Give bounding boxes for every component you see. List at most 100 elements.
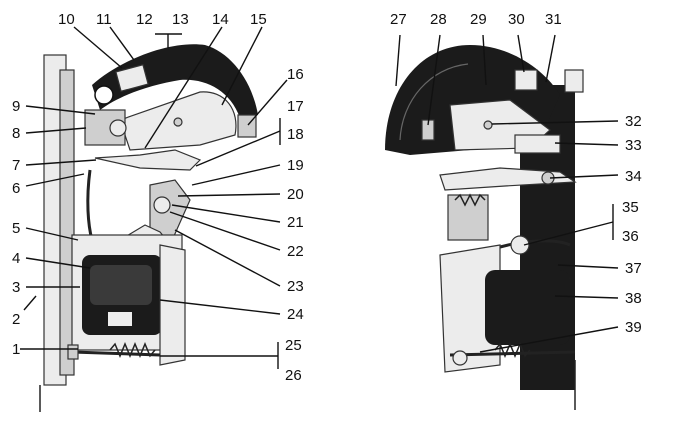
callout-34: 34 [625, 168, 642, 185]
leader-30 [517, 34, 525, 73]
leader-4 [25, 257, 91, 269]
spring-bolt [71, 350, 161, 357]
hood-ridge [399, 63, 469, 141]
callout-28: 28 [430, 11, 447, 28]
rod-nut [510, 235, 530, 255]
right-housing [439, 244, 501, 373]
leader-8 [25, 127, 87, 134]
callout-labels: 1 2 3 4 5 6 7 8 9 10 11 12 13 14 15 16 1… [12, 11, 642, 384]
callout-3: 3 [12, 279, 20, 296]
right-spring-bolt [449, 350, 576, 357]
right-contact [514, 134, 561, 154]
callout-4: 4 [12, 250, 20, 267]
callout-19: 19 [287, 157, 304, 174]
leader-15 [221, 26, 263, 106]
pivot-pin [109, 119, 127, 137]
leader-34 [549, 174, 619, 179]
bolt-head [67, 344, 79, 360]
leader-7 [25, 159, 97, 166]
callout-30: 30 [508, 11, 525, 28]
right-spring [494, 342, 531, 358]
leader-2 [23, 295, 37, 311]
upper-spring [454, 193, 486, 207]
left-wire [86, 169, 94, 241]
left-base-edge [59, 69, 75, 376]
callout-13: 13 [172, 11, 189, 28]
coil-side-bracket [159, 244, 186, 366]
leader-11 [109, 26, 135, 61]
leader-35-36-stem [523, 221, 614, 246]
leader-29 [482, 34, 487, 86]
callout-32: 32 [625, 113, 642, 130]
left-spring [109, 342, 156, 358]
callout-38: 38 [625, 290, 642, 307]
callout-27: 27 [390, 11, 407, 28]
callout-35: 35 [622, 199, 639, 216]
leader-31 [545, 34, 556, 83]
callout-18: 18 [287, 126, 304, 143]
arm-screw [173, 117, 183, 127]
leader-23 [174, 229, 281, 287]
callout-33: 33 [625, 137, 642, 154]
leader-6 [25, 173, 85, 187]
left-assembly-illustration [39, 44, 258, 412]
leader-24 [159, 299, 281, 315]
leader-33 [554, 142, 619, 146]
right-bolt-head [452, 350, 468, 366]
callout-10: 10 [58, 11, 75, 28]
leader-38 [554, 295, 619, 299]
callout-12: 12 [136, 11, 153, 28]
callout-9: 9 [12, 98, 20, 115]
lever-hole [94, 85, 114, 105]
right-assembly-illustration [385, 45, 584, 410]
callout-22: 22 [287, 243, 304, 260]
right-arm-screw [483, 120, 493, 130]
black-arc-lever [92, 44, 258, 118]
leader-22 [169, 211, 281, 251]
leader-37 [557, 264, 619, 269]
callout-29: 29 [470, 11, 487, 28]
callout-24: 24 [287, 306, 304, 323]
leader-16 [247, 79, 288, 126]
callout-14: 14 [212, 11, 229, 28]
coil-label-window [108, 312, 132, 326]
linkage-bar [94, 149, 202, 171]
callout-8: 8 [12, 125, 20, 142]
callout-17: 17 [287, 98, 304, 115]
callout-15: 15 [250, 11, 267, 28]
leader-9 [25, 105, 96, 115]
callout-11: 11 [96, 11, 112, 28]
callout-39: 39 [625, 319, 642, 336]
callout-31: 31 [545, 11, 562, 28]
coil-highlight [90, 265, 152, 305]
hood-end-tab [564, 69, 584, 93]
hood-tab [514, 69, 538, 91]
leader-21 [171, 204, 281, 223]
leader-17-18-stem [195, 130, 281, 167]
leader-39 [479, 326, 619, 353]
right-coil [485, 270, 570, 345]
callout-5: 5 [12, 220, 20, 237]
callout-6: 6 [12, 180, 20, 197]
callout-2: 2 [12, 311, 20, 328]
callout-20: 20 [287, 186, 304, 203]
callout-25: 25 [285, 337, 302, 354]
leader-28 [427, 34, 441, 126]
callout-23: 23 [287, 278, 304, 295]
lever-tab [115, 63, 149, 93]
callout-1: 1 [12, 341, 20, 358]
leader-lines [20, 26, 619, 369]
callout-21: 21 [287, 214, 304, 231]
callout-16: 16 [287, 66, 304, 83]
contact-roller [153, 196, 171, 214]
leader-5 [25, 227, 79, 241]
leader-32 [491, 120, 619, 125]
leader-19 [191, 164, 281, 186]
leader-10 [73, 26, 123, 69]
leader-20 [177, 193, 281, 197]
upper-spring-block [447, 194, 489, 241]
callout-36: 36 [622, 228, 639, 245]
leader-27 [395, 34, 401, 87]
